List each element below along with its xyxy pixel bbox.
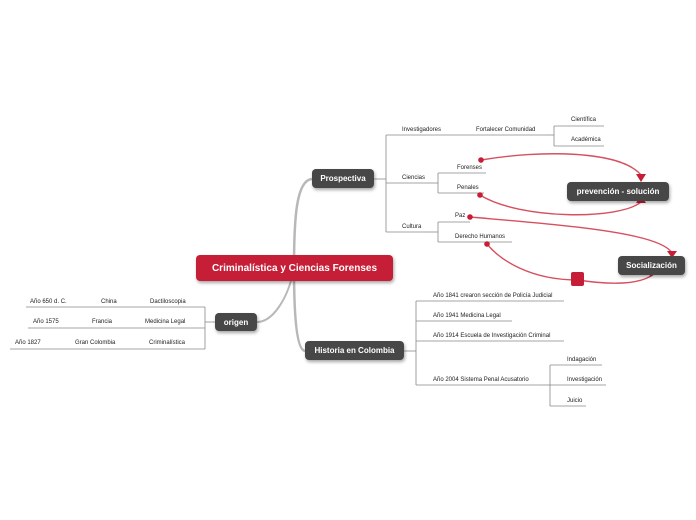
floating-socializacion-label: Socialización [626,261,677,270]
subtopic-cultura[interactable]: Cultura [402,224,422,230]
floating-prevencion-label: prevención - solución [576,187,660,196]
origen-place-francia[interactable]: Francia [92,319,113,325]
origen-year-1575[interactable]: Año 1575 [33,319,59,325]
floating-socializacion[interactable]: Socialización [618,256,685,275]
topic-historia[interactable]: Historia en Colombia [305,341,404,360]
origen-field-medicina-legal[interactable]: Medicina Legal [145,319,186,325]
subtopic-historia-1941[interactable]: Año 1941 Medicina Legal [433,313,501,319]
origen-field-criminalistica[interactable]: Criminalística [149,340,186,346]
connector-prospectiva [292,177,313,269]
subtopic-historia-1914[interactable]: Año 1914 Escuela de Investigación Crimin… [433,333,551,339]
origen-place-gran-colombia[interactable]: Gran Colombia [75,340,116,346]
origen-year-650[interactable]: Año 650 d. C. [30,299,67,305]
historia-branch-lines [404,300,606,407]
subtopic-paz[interactable]: Paz [455,213,466,219]
prospectiva-branch-lines [374,125,604,243]
origen-place-china[interactable]: China [101,299,117,305]
origen-branch-lines [10,306,215,350]
topic-historia-label: Historia en Colombia [314,346,395,355]
subtopic-fortalecer-comunidad[interactable]: Fortalecer Comunidad [476,127,536,133]
subtopic-investigacion[interactable]: Investigación [567,377,603,383]
topic-origen-label: origen [223,317,249,327]
relationship-label-box[interactable] [571,272,584,286]
floating-prevencion[interactable]: prevención - solución [567,182,669,201]
subtopic-forenses[interactable]: Forenses [457,165,483,171]
subtopic-ciencias[interactable]: Ciencias [402,175,426,181]
central-topic[interactable]: Criminalística y Ciencias Forenses [196,255,393,281]
subtopic-historia-2004[interactable]: Año 2004 Sistema Penal Acusatorio [433,377,529,383]
subtopic-penales[interactable]: Penales [457,185,479,191]
subtopic-academica[interactable]: Académica [571,137,601,143]
subtopic-investigadores[interactable]: Investigadores [402,127,442,133]
subtopic-indagacion[interactable]: Indagación [567,357,597,363]
topic-prospectiva[interactable]: Prospectiva [312,169,374,188]
origen-year-1827[interactable]: Año 1827 [15,340,41,346]
subtopic-juicio[interactable]: Juicio [567,398,583,404]
subtopic-cientifica[interactable]: Científica [571,117,597,123]
origen-field-dactiloscopia[interactable]: Dactiloscopia [150,299,186,305]
subtopic-historia-1841[interactable]: Año 1841 crearon sección de Policía Judi… [433,293,553,299]
topic-prospectiva-label: Prospectiva [320,174,366,183]
central-topic-label: Criminalística y Ciencias Forenses [211,262,378,274]
subtopic-derecho-humanos[interactable]: Derecho Humanos [455,234,506,240]
topic-origen[interactable]: origen [215,313,257,331]
